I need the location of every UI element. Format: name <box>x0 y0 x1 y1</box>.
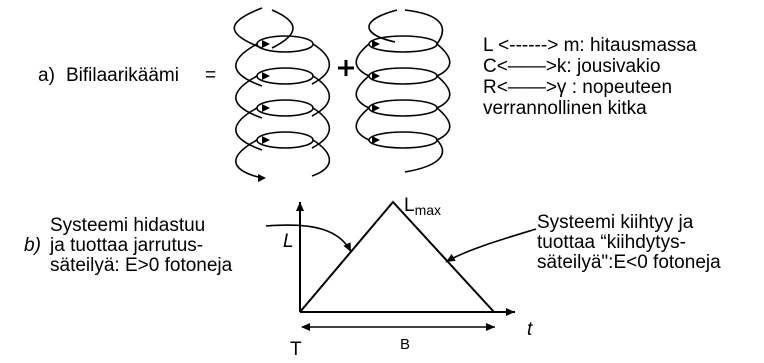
coil-name: Bifilaarikäämi <box>66 65 179 86</box>
left-text-line-1: Systeemi hidastuu <box>50 215 206 236</box>
triangle-curve <box>299 200 495 313</box>
base-label: B <box>400 336 411 353</box>
right-callout-arrow <box>445 228 537 263</box>
peak-label-sub: max <box>414 202 442 218</box>
equals-sign: = <box>205 65 217 86</box>
right-text-line-1: Systeemi kiihtyy ja <box>537 212 694 233</box>
peak-label: Lmax <box>404 196 441 220</box>
plus-sign <box>338 60 354 76</box>
left-callout-arrow <box>265 224 352 253</box>
peak-label-main: L <box>404 195 415 216</box>
right-coil <box>355 9 451 173</box>
part-b-label: b) <box>24 235 41 256</box>
part-a-label: a) <box>38 65 55 86</box>
analogy-resistance: R<——>γ : nopeuteen <box>483 77 673 98</box>
start-label: T <box>290 339 302 360</box>
y-axis-label: L <box>283 231 294 252</box>
analogy-inductance: L <------> m: hitausmassa <box>483 35 697 56</box>
left-text-line-2: ja tuottaa jarrutus- <box>50 235 204 256</box>
right-coil-arrows <box>372 40 380 144</box>
right-text-line-3: säteilyä":E<0 fotoneja <box>537 252 721 273</box>
right-text-line-2: tuottaa “kiihdytys- <box>537 232 686 253</box>
analogy-capacitance: C<——>k: jousivakio <box>483 56 661 77</box>
left-coil <box>233 7 331 179</box>
left-text-line-3: säteilyä: E>0 fotoneja <box>50 255 233 276</box>
left-coil-arrows <box>258 40 270 182</box>
x-axis-label: t <box>527 319 533 340</box>
analogy-resistance-cont: verrannollinen kitka <box>483 98 647 119</box>
